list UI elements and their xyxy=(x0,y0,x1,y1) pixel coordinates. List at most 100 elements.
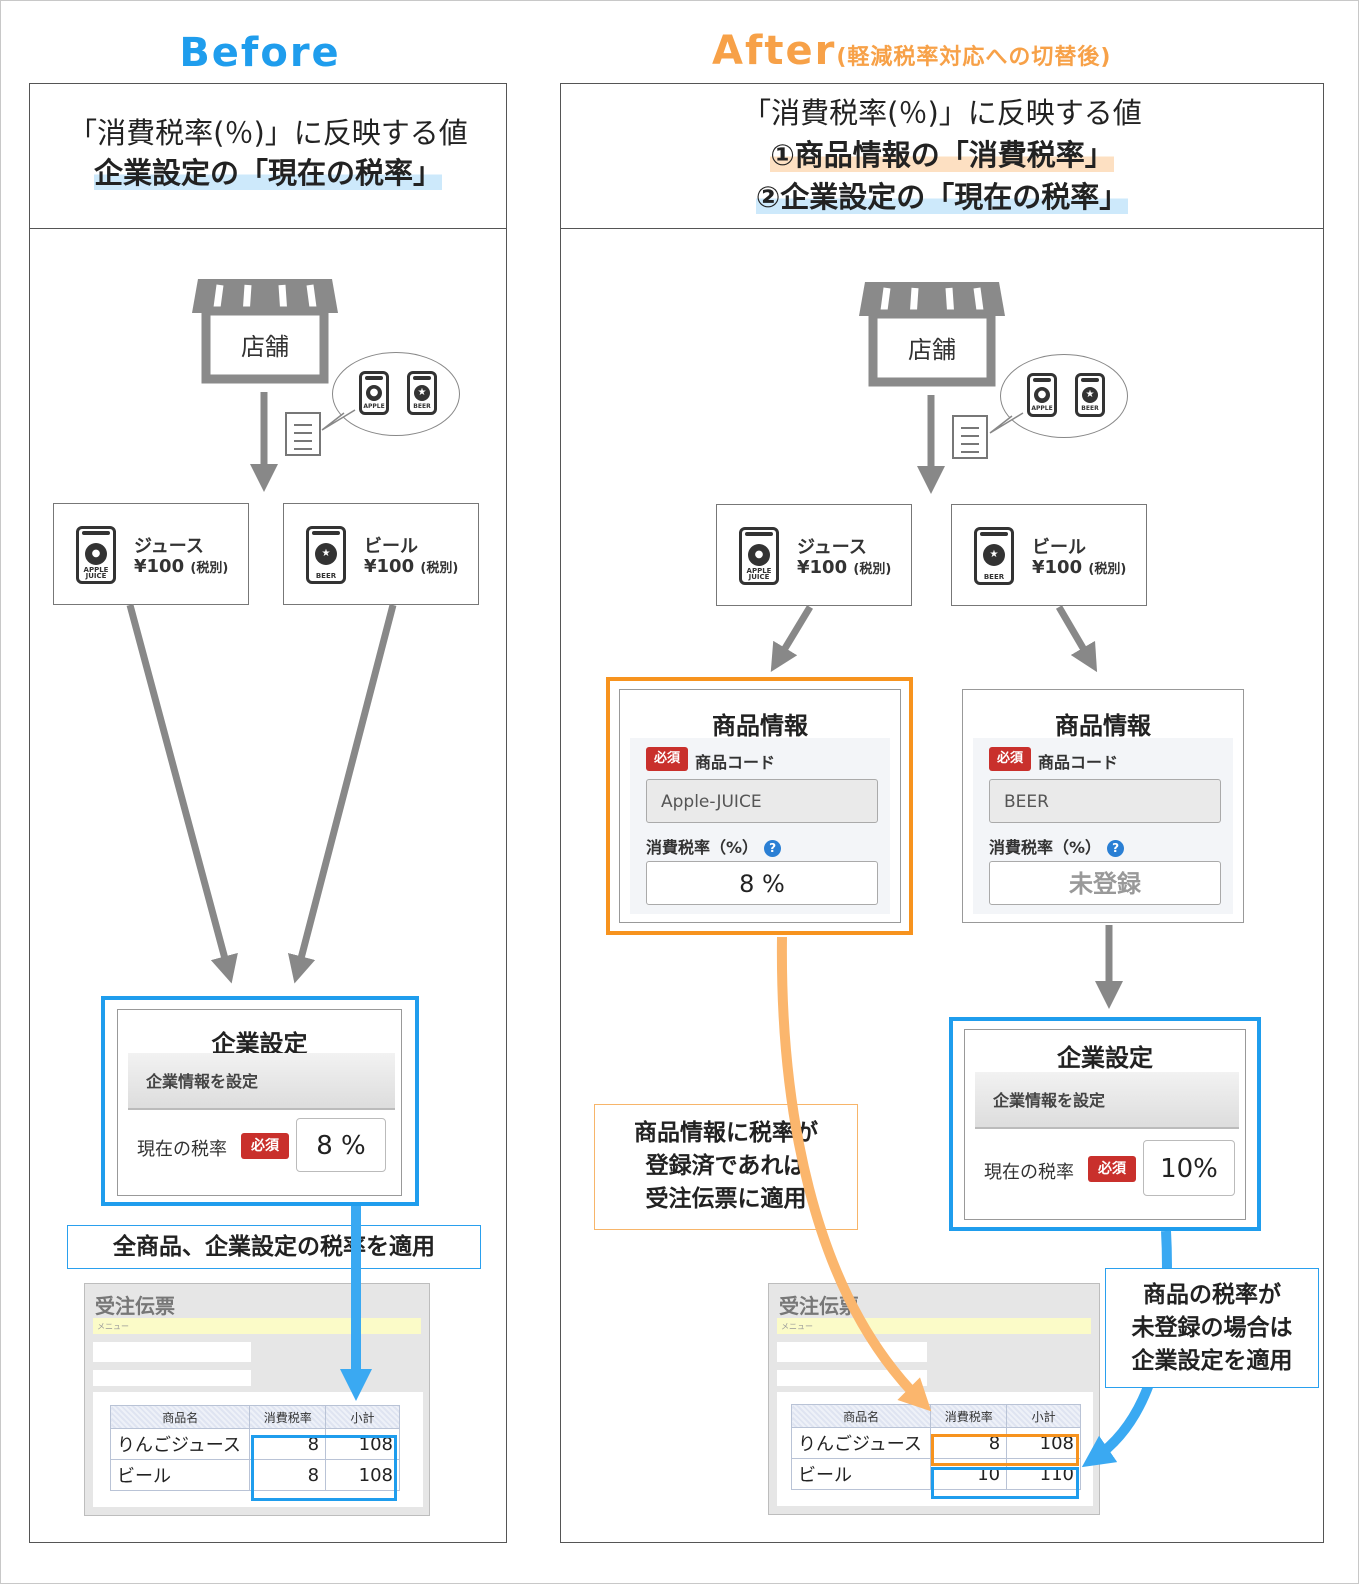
row-product: ビール xyxy=(109,1459,251,1491)
settings-section-bar: 企業情報を設定 xyxy=(128,1053,395,1110)
store-label: 店舗 xyxy=(241,333,289,361)
before-header: 「消費税率(％)」に反映する値 企業設定の「現在の税率」 xyxy=(30,84,506,229)
before-title: Before xyxy=(179,30,341,76)
after-callout-blue: 商品の税率が 未登録の場合は 企業設定を適用 xyxy=(1105,1268,1319,1388)
arrow-beer-to-productinfo xyxy=(1055,605,1098,673)
order-title: 受注伝票 xyxy=(95,1294,175,1318)
row-product: ビール xyxy=(790,1458,932,1490)
after-header-line2: ①商品情報の「消費税率」 xyxy=(770,138,1114,172)
arrow-productinfo-to-order xyxy=(776,936,932,1412)
col-rate: 消費税率 xyxy=(249,1405,327,1429)
product-info-title: 商品情報 xyxy=(1055,712,1151,740)
row-rate: 8 xyxy=(930,1427,1008,1459)
product-card-juice: ●APPLE JUICE ジュース ¥100 (税別) xyxy=(716,504,912,606)
row-subtotal: 108 xyxy=(325,1428,400,1460)
before-company-settings: 企業設定 企業情報を設定 現在の税率 必須 8 % xyxy=(117,1009,402,1196)
before-order-slip: 受注伝票 メニュー 商品名 消費税率 小計 りんごジュース 8 108 ビール … xyxy=(84,1283,430,1516)
product-info-juice: 商品情報 必須 商品コード Apple-JUICE 消費税率（%）? 8 % xyxy=(619,689,901,923)
tax-rate-label: 消費税率（%）? xyxy=(646,834,782,858)
product-code-input[interactable]: Apple-JUICE xyxy=(646,779,878,823)
product-code-label: 商品コード xyxy=(695,753,776,772)
help-icon[interactable]: ? xyxy=(1107,840,1125,857)
table-row: ビール 8 108 xyxy=(109,1459,400,1491)
tax-rate-input[interactable]: 未登録 xyxy=(989,861,1221,905)
order-table: 商品名 消費税率 小計 りんごジュース 8 108 ビール 8 108 xyxy=(109,1405,400,1491)
product-bubble: ●APPLE ★BEER xyxy=(1000,354,1128,438)
current-rate-value[interactable]: 8 % xyxy=(296,1118,386,1172)
before-rate-highlight xyxy=(251,1435,397,1501)
after-order-slip: 受注伝票 メニュー 商品名 消費税率 小計 りんごジュース 8 108 ビール … xyxy=(768,1283,1100,1515)
store-icon: 店舗 xyxy=(190,275,340,385)
order-menu: メニュー xyxy=(781,1322,813,1331)
tax-rate-label: 消費税率（%）? xyxy=(989,834,1125,858)
product-code-input[interactable]: BEER xyxy=(989,779,1221,823)
product-info-beer: 商品情報 必須 商品コード BEER 消費税率（%）? 未登録 xyxy=(962,689,1244,923)
beer-can-icon: ★BEER xyxy=(1075,373,1105,417)
apple-juice-can-icon: ●APPLE JUICE xyxy=(76,526,116,584)
product-card-beer: ★BEER ビール ¥100 (税別) xyxy=(951,504,1147,606)
order-menu: メニュー xyxy=(97,1322,129,1331)
settings-section-bar: 企業情報を設定 xyxy=(975,1072,1239,1129)
after-header: 「消費税率(％)」に反映する値 ①商品情報の「消費税率」 ②企業設定の「現在の税… xyxy=(561,84,1323,229)
tax-rate-input[interactable]: 8 % xyxy=(646,861,878,905)
product-bubble: ●APPLE ★BEER xyxy=(332,352,460,436)
row-subtotal: 108 xyxy=(1006,1427,1081,1459)
beer-can-icon: ★BEER xyxy=(306,526,346,584)
before-header-line2: 企業設定の「現在の税率」 xyxy=(93,156,442,190)
apple-juice-can-icon: ●APPLE xyxy=(1027,373,1057,417)
product-card-beer: ★BEER ビール ¥100 (税別) xyxy=(283,503,479,605)
product-info-title: 商品情報 xyxy=(712,712,808,740)
document-icon xyxy=(952,415,988,459)
after-juice-rate-highlight xyxy=(931,1434,1079,1466)
product-card-juice: ●APPLE JUICE ジュース ¥100 (税別) xyxy=(53,503,249,605)
table-row: りんごジュース 8 108 xyxy=(790,1427,1081,1459)
row-subtotal: 108 xyxy=(325,1459,400,1491)
table-row: りんごジュース 8 108 xyxy=(109,1428,400,1460)
product-price: ¥100 (税別) xyxy=(134,556,229,577)
col-subtotal: 小計 xyxy=(1006,1404,1081,1428)
product-name: ビール xyxy=(364,536,418,557)
after-beer-rate-highlight xyxy=(931,1467,1079,1499)
current-rate-label: 現在の税率 xyxy=(984,1162,1074,1183)
current-rate-value[interactable]: 10% xyxy=(1143,1140,1235,1196)
before-header-line1: 「消費税率(％)」に反映する値 xyxy=(68,116,468,150)
store-label: 店舗 xyxy=(908,336,956,364)
order-table: 商品名 消費税率 小計 りんごジュース 8 108 ビール 10 110 xyxy=(790,1404,1081,1490)
beer-can-icon: ★BEER xyxy=(407,371,437,415)
required-badge: 必須 xyxy=(646,747,688,771)
product-name: ビール xyxy=(1032,537,1086,558)
after-company-settings: 企業設定 企業情報を設定 現在の税率 必須 10% xyxy=(964,1029,1246,1220)
after-callout-orange: 商品情報に税率が 登録済であれば 受注伝票に適用 xyxy=(594,1104,858,1230)
apple-juice-can-icon: ●APPLE JUICE xyxy=(739,527,779,585)
beer-can-icon: ★BEER xyxy=(974,527,1014,585)
required-badge: 必須 xyxy=(1088,1156,1136,1182)
row-rate: 8 xyxy=(249,1459,327,1491)
after-header-line1: 「消費税率(％)」に反映する値 xyxy=(742,96,1142,130)
after-header-line3: ②企業設定の「現在の税率」 xyxy=(755,180,1129,214)
before-callout: 全商品、企業設定の税率を適用 xyxy=(67,1225,481,1269)
col-rate: 消費税率 xyxy=(930,1404,1008,1428)
product-price: ¥100 (税別) xyxy=(364,556,459,577)
arrow-juice-to-productinfo xyxy=(770,605,813,672)
product-code-label: 商品コード xyxy=(1038,753,1119,772)
row-rate: 8 xyxy=(249,1428,327,1460)
bubble-tail xyxy=(321,409,356,431)
product-price: ¥100 (税別) xyxy=(797,557,892,578)
arrow-beer-to-settings xyxy=(287,604,397,984)
product-name: ジュース xyxy=(797,537,867,558)
required-badge: 必須 xyxy=(241,1133,289,1159)
col-product: 商品名 xyxy=(109,1405,251,1429)
settings-title: 企業設定 xyxy=(1057,1044,1153,1072)
product-price: ¥100 (税別) xyxy=(1032,557,1127,578)
apple-juice-can-icon: ●APPLE xyxy=(359,371,389,415)
required-badge: 必須 xyxy=(989,747,1031,771)
after-title-note: (軽減税率対応への切替後) xyxy=(836,45,1112,70)
row-product: りんごジュース xyxy=(790,1427,932,1459)
help-icon[interactable]: ? xyxy=(764,840,782,857)
current-rate-label: 現在の税率 xyxy=(137,1139,227,1160)
arrow-juice-to-settings xyxy=(126,604,238,984)
bubble-tail xyxy=(989,412,1024,434)
product-name: ジュース xyxy=(134,536,204,557)
after-title: After(軽減税率対応への切替後) xyxy=(712,28,1112,74)
document-icon xyxy=(285,412,321,456)
